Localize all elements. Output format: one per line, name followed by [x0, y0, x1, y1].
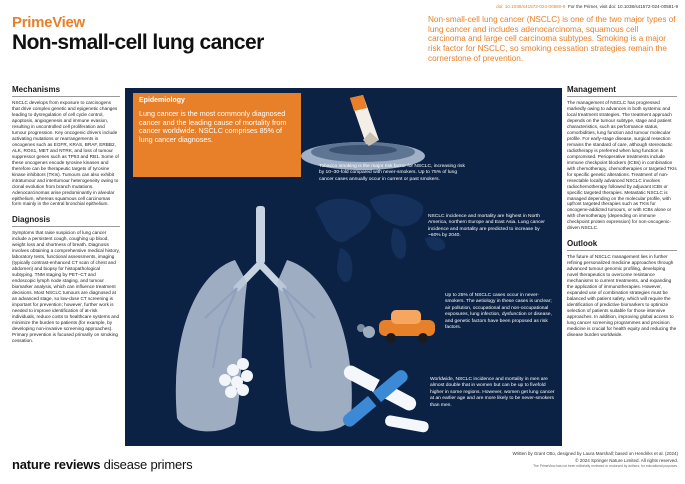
journal-logo: nature reviews disease primers [12, 457, 193, 472]
note-incidence: NSCLC incidence and mortality are highes… [428, 214, 545, 239]
left-column: Mechanisms NSCLC develops from exposure … [12, 85, 120, 344]
mechanisms-heading: Mechanisms [12, 85, 120, 97]
chromosome-icon [342, 365, 429, 433]
top-citation: doi: 10.1038/s41572-024-00580-8 For the … [388, 4, 678, 9]
primer-note: For the Primer, visit doi: 10.1038/s4157… [567, 4, 678, 9]
ashtray-icon [301, 142, 425, 170]
lungs-icon [175, 206, 352, 432]
management-heading: Management [567, 85, 677, 97]
epidemiology-panel: Epidemiology Lung cancer is the most com… [125, 88, 562, 446]
lead-paragraph: Non-small-cell lung cancer (NSCLC) is on… [428, 15, 676, 63]
note-sex-differences: Worldwide, NSCLC incidence and mortality… [430, 377, 555, 408]
note-smoking: Tobacco smoking is the major risk factor… [319, 164, 465, 182]
management-body: The management of NSCLC has progressed m… [567, 100, 677, 231]
mechanisms-body: NSCLC develops from exposure to carcinog… [12, 100, 119, 207]
tumor-icon [219, 358, 253, 398]
credits: Written by Grant Otto, designed by Laura… [420, 451, 678, 469]
credit-line: Written by Grant Otto, designed by Laura… [512, 451, 678, 456]
outlook-body: The future of NSCLC management lies in f… [567, 254, 677, 337]
note-never-smokers: Up to 25% of NSCLC cases occur in never-… [445, 293, 552, 330]
car-exhaust-icon [357, 310, 435, 343]
diagnosis-body: Symptoms that raise suspicion of lung ca… [12, 230, 120, 343]
epidemiology-lead: Lung cancer is the most commonly diagnos… [139, 109, 287, 144]
logo-bold: nature reviews [12, 457, 101, 472]
outlook-heading: Outlook [567, 239, 677, 252]
doi-link[interactable]: doi: 10.1038/s41572-024-00580-8 [496, 4, 566, 9]
illustration [175, 95, 446, 433]
fineprint-line: The PrimeView has not been editorially r… [533, 464, 678, 469]
world-map-icon [315, 193, 446, 283]
copyright-line: © 2024 Springer Nature Limited. All righ… [575, 457, 678, 463]
page-title: Non-small-cell lung cancer [12, 31, 264, 54]
epidemiology-heading: Epidemiology [139, 97, 185, 104]
epidemiology-callout: Epidemiology Lung cancer is the most com… [133, 93, 301, 177]
cigarette-icon [350, 95, 379, 146]
right-column: Management The management of NSCLC has p… [567, 85, 677, 338]
brand-label: PrimeView [12, 14, 85, 31]
diagnosis-heading: Diagnosis [12, 215, 120, 228]
logo-rest: disease primers [100, 457, 193, 472]
